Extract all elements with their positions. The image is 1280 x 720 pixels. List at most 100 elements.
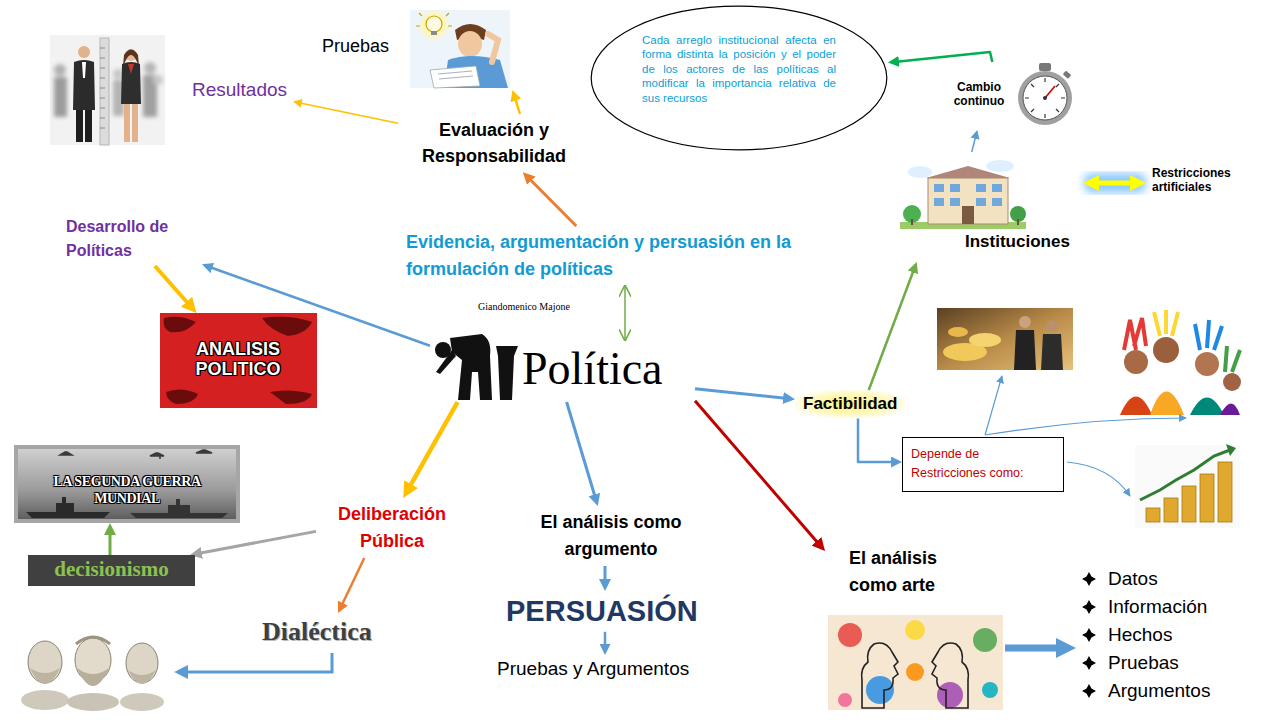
student-thinking-image [416,11,452,26]
term-box: decisionismo [28,555,195,586]
connector-arrow [155,266,189,304]
node-text: Política [522,340,695,398]
student-thinking-image [430,66,480,88]
arrow-glow [1084,173,1146,193]
student-thinking-image [431,31,437,35]
node-text: Instituciones [965,232,1083,252]
leader-arrows [985,418,1186,435]
greek-philosophers-busts [28,641,62,683]
leader-arrows [985,376,1002,435]
connector-arrow [869,270,914,390]
stopwatch-icon [1025,78,1065,118]
art-analysis-image [906,663,924,681]
money-meeting-photo [948,327,968,337]
bullet-symbol [1082,600,1096,614]
institution-building-image [950,184,960,192]
money-meeting-photo [1019,316,1031,328]
node-text: Evidencia, argumentación y persuasión en… [406,229,806,283]
business-people-image [85,110,92,142]
world-war-photo [26,512,110,518]
connector-arrow [210,267,430,345]
world-war-photo [56,503,74,512]
bullet-symbol [1082,684,1096,698]
art-analysis-image [838,623,862,647]
node-text: Cada arreglo institucional afecta en for… [642,33,836,105]
indigenous-people-image [1153,337,1179,363]
stopwatch-icon [1039,63,1051,71]
money-meeting-photo [1046,320,1058,332]
central-concept: Política [430,340,695,402]
business-people-image [100,38,109,145]
business-people-image [113,69,123,79]
business-people-image [50,35,165,145]
indigenous-people-image [1195,320,1222,350]
politico-map-background [160,313,317,408]
concept-label: Deliberación Pública [316,498,468,558]
concept-label: Factibilidad [795,390,905,418]
indigenous-people-image [1195,352,1219,376]
connector-arrow [530,179,577,226]
business-people-image [121,62,141,104]
node-text: Evaluación y Responsabilidad [404,117,584,169]
world-war-photo [60,452,72,455]
institution-building-image [928,178,1008,224]
student-thinking-image [410,10,510,88]
node-text: Pruebas y Argumentos [497,658,689,681]
connector-arrow [604,632,607,646]
bullet-row: Argumentos [1082,677,1210,705]
note-ellipse: Cada arreglo institucional afecta en for… [590,5,888,151]
indigenous-people-image [1124,318,1146,350]
art-analysis-image [982,682,998,698]
connector-arrow [897,52,993,62]
connector-arrow [342,558,364,605]
greek-philosophers-busts [30,668,60,684]
leader-arrows [184,653,332,672]
institution-building-image [992,184,1002,192]
money-meeting-photo [937,308,1073,370]
connector-arrow [109,533,112,555]
connector-arrow [515,98,520,114]
list-item: Argumentos [1108,677,1210,705]
concept-label: Desarrollo de Políticas [60,212,202,266]
greek-philosophers-busts [21,637,164,711]
process-box: Depende de Restricciones como: [902,437,1064,492]
politician-silhouette [436,350,456,374]
node-text: Restricciones artificiales [1152,166,1252,195]
politico-map-background [262,317,312,336]
business-people-image [132,104,138,142]
concept-label: Instituciones [895,152,1083,262]
ellipse-outline [591,6,887,150]
institution-building-image [976,198,986,206]
node-text: Deliberación Pública [322,501,462,555]
institution-building-image [908,166,932,178]
student-thinking-image [458,31,482,57]
world-war-photo [62,497,66,503]
world-war-photo [168,505,190,513]
node-text: decisionismo [28,557,195,582]
growth-coins-image [1226,444,1236,456]
node-text: LA SEGUNDA GUERRA MUNDIAL [20,474,234,508]
leader-arrows [1067,462,1130,496]
business-people-image [76,110,83,142]
indigenous-people-image [1154,310,1178,336]
indigenous-people-image [1190,398,1224,416]
indigenous-people-image [1120,397,1152,416]
stopwatch-icon [1045,86,1055,98]
concept-label: El análisis como arte [825,541,1005,711]
connector-arrow [972,137,976,152]
bullet-symbol [1082,628,1096,642]
node-text: Factibilidad [803,394,897,414]
node-text: Resultados [192,79,287,102]
list-item: Hechos [1108,621,1172,649]
greek-philosophers-busts [128,670,156,684]
art-analysis-image [937,682,963,708]
institution-building-image [986,160,1014,172]
concept-label: Restricciones artificiales [1146,163,1258,198]
node-text: Pruebas [322,36,518,58]
institution-building-image [926,166,1010,178]
institution-building-image [992,198,1002,206]
growth-coins-image [1200,474,1214,522]
bullet-symbol [1082,628,1096,642]
student-thinking-image [421,12,447,38]
indigenous-people-image [1150,392,1184,416]
